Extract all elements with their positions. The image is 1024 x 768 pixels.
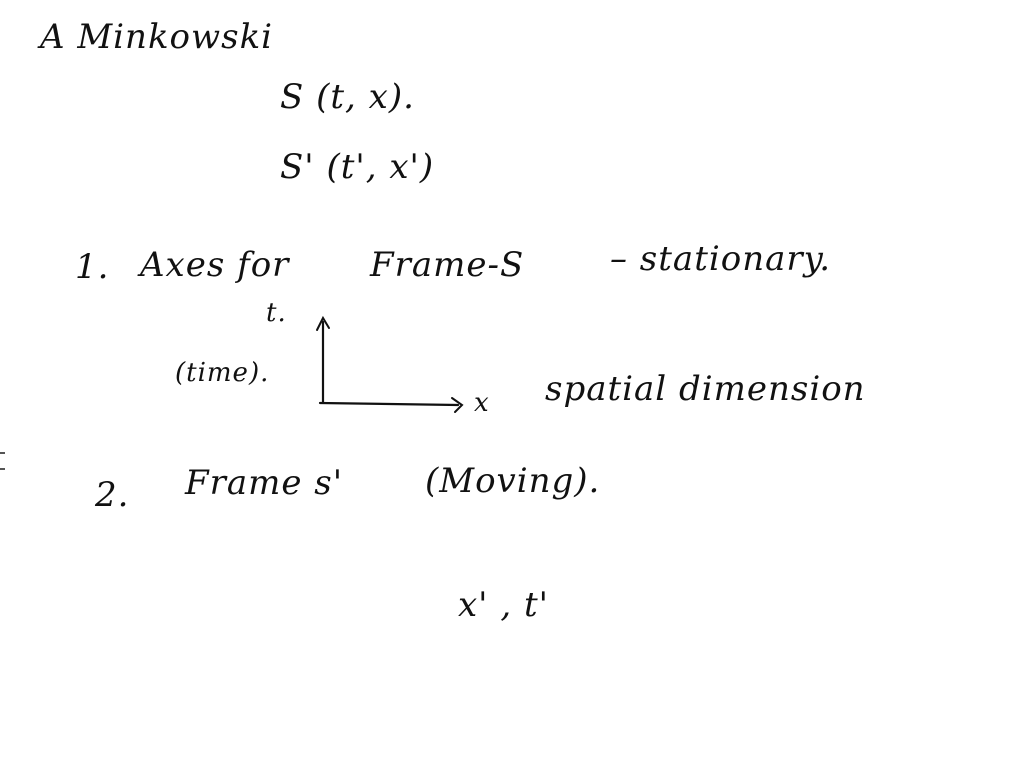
item1-number: 1.	[75, 247, 110, 287]
item2-description: (Moving).	[425, 461, 601, 501]
item1-label: Axes for	[140, 245, 290, 285]
edge-tick-mark	[0, 468, 5, 470]
x-axis-line	[318, 401, 460, 407]
t-axis-note: (time).	[175, 358, 270, 388]
item1-frame: Frame-S	[370, 245, 525, 285]
x-axis-label: x	[474, 388, 490, 418]
frame-s-coordinates: S (t, x).	[280, 77, 415, 117]
item1-description: – stationary.	[610, 239, 832, 279]
edge-tick-mark	[0, 452, 5, 454]
frame-s-prime-coordinates: S' (t', x')	[280, 147, 435, 187]
notes-title: A Minkowski	[40, 17, 274, 57]
t-axis-arrowhead-icon	[316, 315, 330, 331]
item2-number: 2.	[95, 475, 130, 515]
x-axis-note: spatial dimension	[545, 369, 866, 409]
t-axis-label: t.	[266, 298, 287, 328]
item2-label: Frame s'	[185, 463, 344, 503]
x-axis-arrowhead-icon	[451, 397, 464, 413]
primed-coordinates: x' , t'	[458, 585, 549, 625]
